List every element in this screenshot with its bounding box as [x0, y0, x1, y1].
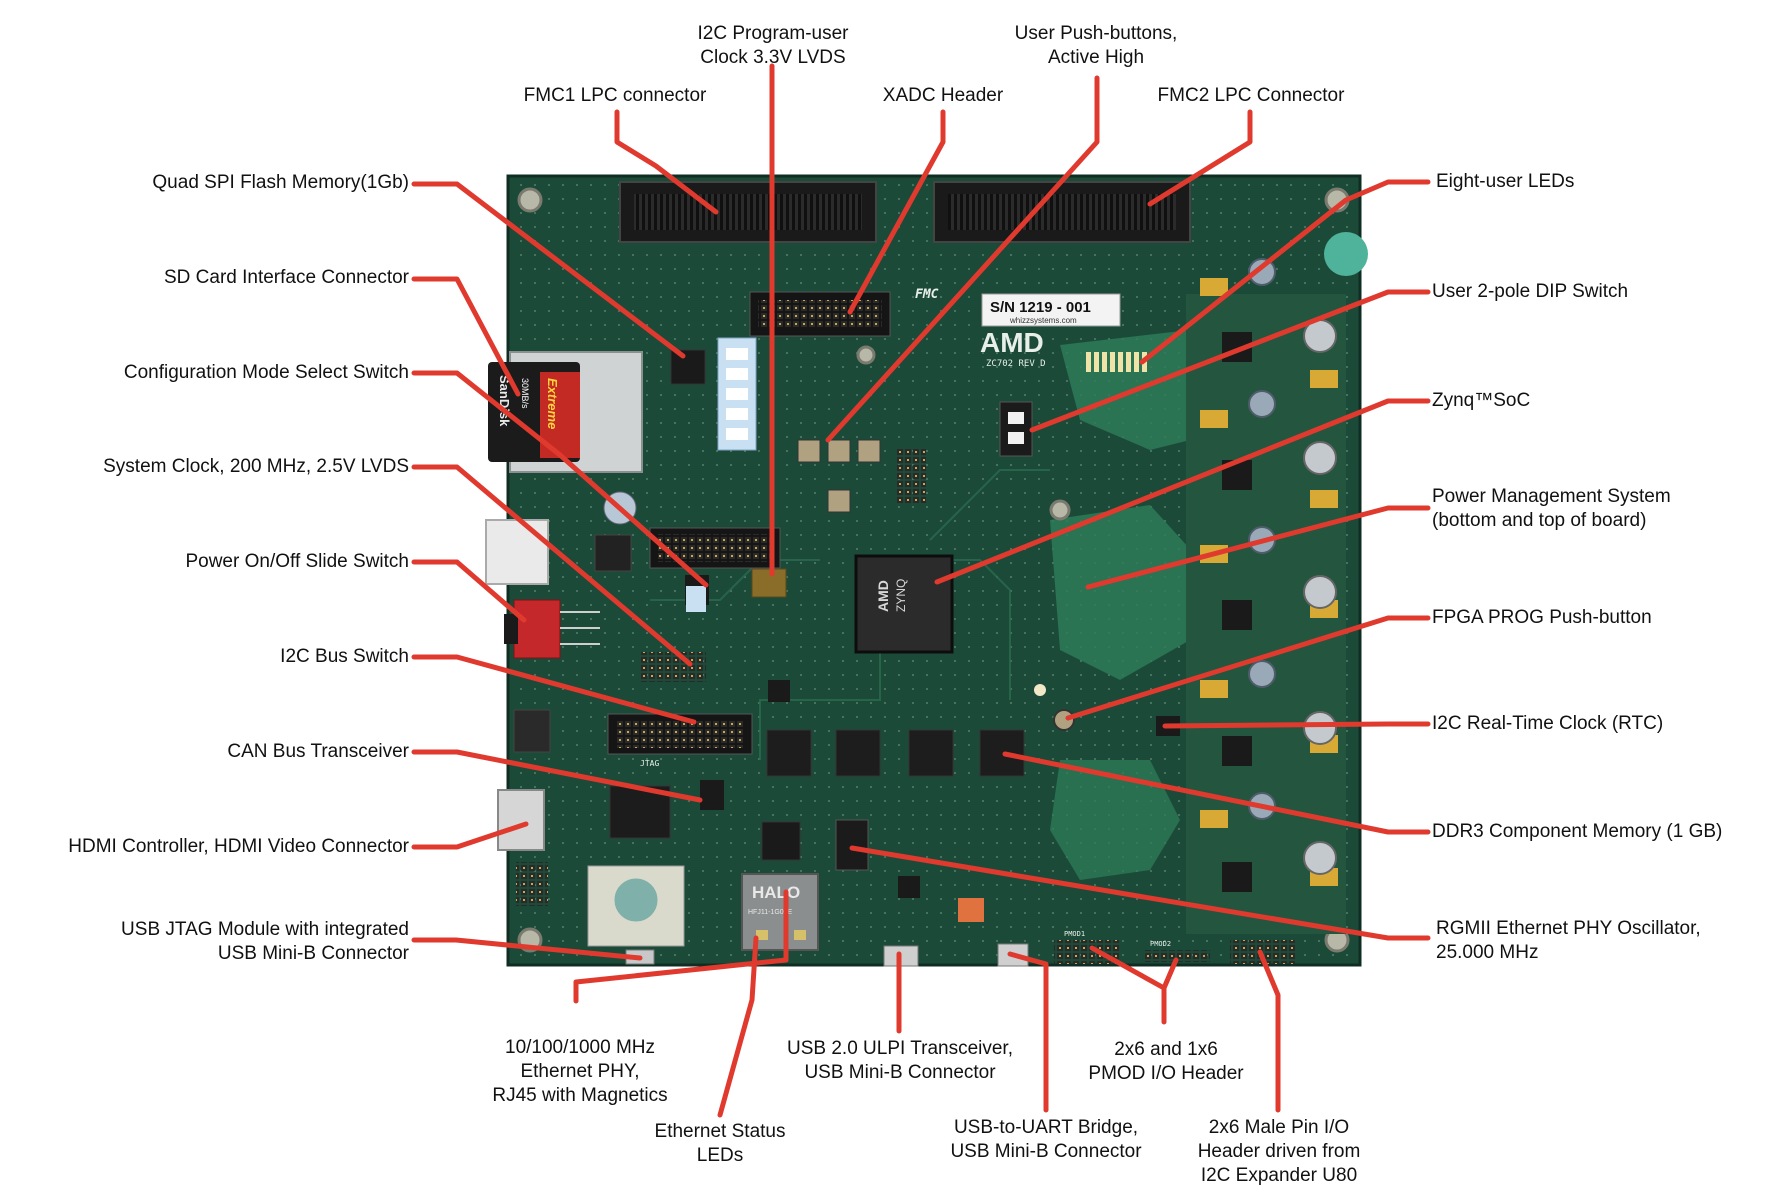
line-rtc: [1162, 721, 1431, 729]
label-dip-switch: User 2-pole DIP Switch: [1432, 281, 1629, 302]
line-ddr3: [1002, 751, 1431, 835]
board-revision: ZC702 REV D: [986, 359, 1046, 369]
hdmi-connector: [497, 789, 545, 851]
line-rgmii-osc: [849, 845, 1431, 941]
rgmii-oscillator: [835, 819, 869, 871]
fpga-prog-button: [1053, 709, 1075, 731]
line-hdmi: [411, 821, 529, 850]
line-fpga-prog: [1065, 615, 1431, 721]
line-eight-leds: [1139, 179, 1431, 365]
fmc2-connector: [933, 181, 1191, 243]
label-zynq-soc: Zynq™SoC: [1432, 390, 1531, 411]
user-push-buttons: [797, 439, 881, 513]
line-qspi: [411, 181, 686, 359]
line-pmod-2: [1161, 957, 1179, 991]
line-pmod: [1089, 945, 1167, 1025]
label-xadc: XADC Header: [882, 85, 1004, 106]
line-usb-uart: [1007, 951, 1049, 1113]
line-fmc2: [1147, 109, 1253, 207]
svg-text:PMOD2: PMOD2: [1150, 940, 1171, 948]
label-sys-clock: System Clock, 200 MHz, 2.5V LVDS: [103, 456, 409, 477]
label-eight-leds: Eight-user LEDs: [1436, 171, 1575, 192]
amd-logo: AMD: [980, 327, 1044, 358]
fmc-logo: FMC: [915, 287, 939, 302]
line-dip-switch: [1029, 289, 1431, 433]
line-male-pin: [1257, 949, 1281, 1113]
label-usb-uart: USB-to-UART Bridge,USB Mini-B Connector: [950, 1117, 1142, 1162]
line-usb-jtag: [411, 937, 643, 961]
svg-text:whizzsystems.com: whizzsystems.com: [1009, 316, 1077, 325]
line-power-mgmt: [1085, 505, 1431, 590]
dip-switch: [999, 401, 1033, 457]
label-rtc: I2C Real-Time Clock (RTC): [1432, 713, 1664, 734]
label-power-switch: Power On/Off Slide Switch: [185, 551, 409, 572]
label-i2c-switch: I2C Bus Switch: [280, 646, 409, 667]
label-hdmi: HDMI Controller, HDMI Video Connector: [68, 836, 409, 857]
line-xadc: [847, 109, 946, 315]
line-power-switch: [411, 559, 527, 623]
line-zynq-soc: [934, 398, 1431, 585]
label-fmc1: FMC1 LPC connector: [523, 85, 707, 106]
pmod2-header: [1144, 950, 1210, 962]
label-config-mode: Configuration Mode Select Switch: [123, 362, 409, 383]
line-i2c-switch: [411, 654, 697, 725]
program-clock-oscillator: [751, 568, 787, 598]
label-power-mgmt: Power Management System(bottom and top o…: [1432, 486, 1671, 531]
config-switch-small: [686, 586, 706, 612]
line-fmc1: [614, 109, 719, 215]
serial-sticker: S/N 1219 - 001 whizzsystems.com: [981, 293, 1121, 327]
svg-text:HFJ11-1G01E: HFJ11-1G01E: [748, 909, 793, 916]
svg-text:AMD: AMD: [875, 580, 891, 612]
zynq-soc-chip: AMD ZYNQ: [854, 554, 954, 654]
sd-card-slot: SanDisk Extreme 30MB/s: [488, 351, 643, 473]
power-modules: [1186, 232, 1368, 934]
label-fmc2: FMC2 LPC Connector: [1157, 85, 1345, 106]
svg-text:S/N 1219 - 001: S/N 1219 - 001: [990, 299, 1091, 316]
can-transceiver-chip: [700, 780, 724, 810]
line-can: [411, 749, 703, 803]
label-ddr3: DDR3 Component Memory (1 GB): [1432, 821, 1723, 842]
line-user-pushbuttons: [825, 75, 1100, 443]
ddr3-memory-chips: [766, 729, 1025, 777]
power-slide-switch: [504, 599, 600, 659]
hdmi-controller-chip: [609, 785, 671, 839]
qspi-flash-chip: [670, 349, 706, 385]
svg-text:30MB/s: 30MB/s: [520, 378, 530, 409]
line-sys-clock: [411, 464, 693, 667]
label-rgmii-osc: RGMII Ethernet PHY Oscillator,25.000 MHz: [1436, 918, 1701, 963]
ethernet-phy-chip: [761, 821, 801, 861]
line-eth-phy: [573, 889, 789, 1004]
fmc1-connector: [619, 181, 877, 243]
line-eth-leds: [717, 935, 759, 1118]
label-usb-ulpi: USB 2.0 ULPI Transceiver,USB Mini-B Conn…: [787, 1038, 1013, 1083]
label-sd-card: SD Card Interface Connector: [163, 267, 409, 288]
svg-text:Extreme: Extreme: [545, 378, 560, 429]
label-can: CAN Bus Transceiver: [227, 741, 409, 762]
label-qspi: Quad SPI Flash Memory(1Gb): [152, 172, 409, 193]
svg-text:PMOD1: PMOD1: [1064, 930, 1085, 938]
pin-header-small: [640, 652, 706, 682]
label-user-pushbuttons: User Push-buttons,Active High: [1014, 23, 1178, 68]
line-sd-card: [411, 276, 521, 397]
svg-text:ZYNQ: ZYNQ: [894, 579, 908, 612]
svg-text:JTAG: JTAG: [640, 759, 659, 768]
line-config-mode: [411, 370, 709, 588]
jumper-block: [896, 448, 926, 504]
label-fpga-prog: FPGA PROG Push-button: [1432, 607, 1652, 628]
i2c-switch-chip: [768, 680, 790, 702]
